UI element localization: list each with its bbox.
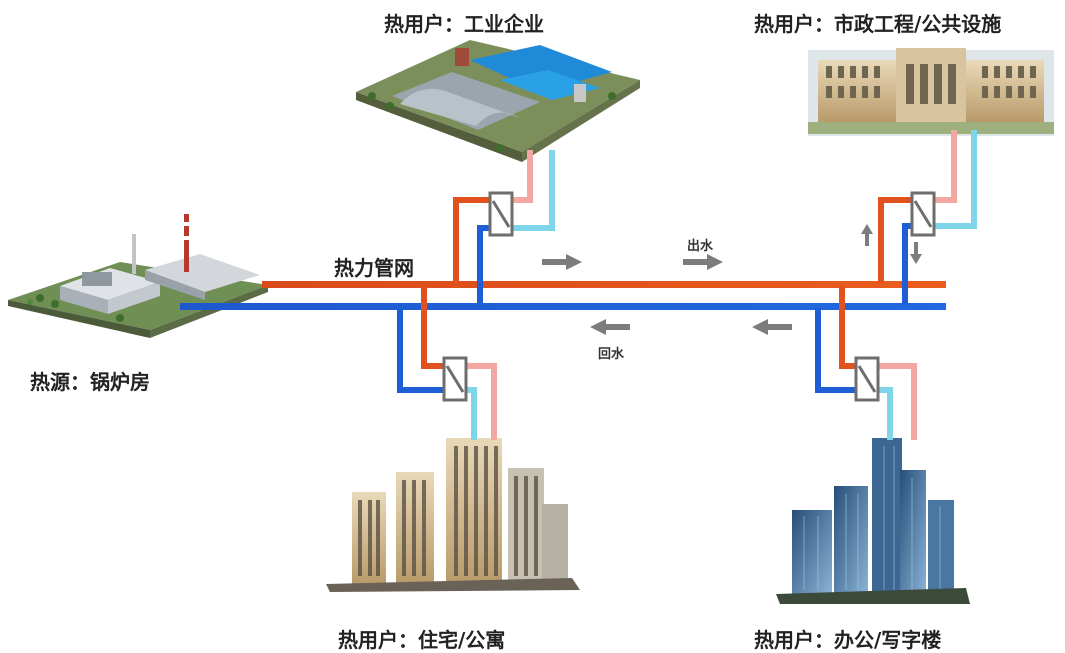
branch-municipal-cold bbox=[935, 130, 977, 229]
branch-municipal-return bbox=[902, 223, 913, 305]
branch-office-hot bbox=[876, 363, 917, 440]
municipal-user-label: 热用户：市政工程/公共设施 bbox=[754, 12, 1002, 36]
branch-residential-cold bbox=[466, 387, 477, 440]
branch-industrial-return bbox=[477, 225, 493, 305]
branch-municipal-hot bbox=[935, 130, 957, 203]
heat-network-label: 热力管网 bbox=[334, 256, 414, 280]
branch-office-supply bbox=[839, 286, 858, 369]
branch-office-cold bbox=[876, 387, 893, 440]
industrial-user-label: 热用户：工业企业 bbox=[384, 12, 544, 36]
branch-residential-hot bbox=[466, 363, 497, 440]
supply-arrow-1 bbox=[542, 254, 582, 270]
office-user-label: 热用户：办公/写字楼 bbox=[754, 628, 942, 652]
return-arrow-1 bbox=[752, 319, 792, 335]
municipal-down-arrow bbox=[910, 242, 922, 264]
heat-exchanger-office bbox=[854, 356, 880, 402]
supply-arrow-2 bbox=[683, 254, 723, 270]
branch-industrial-cold bbox=[513, 150, 555, 231]
branch-residential-return bbox=[397, 308, 446, 393]
municipal-building-illustration bbox=[808, 48, 1054, 136]
office-towers-illustration bbox=[776, 438, 970, 604]
return-arrow-2 bbox=[590, 319, 630, 335]
heat-source-label: 热源：锅炉房 bbox=[30, 370, 150, 394]
supply-main-pipe bbox=[262, 281, 946, 288]
residential-towers-illustration bbox=[326, 438, 580, 592]
heat-exchanger-industrial bbox=[488, 191, 514, 237]
industrial-plant-illustration bbox=[356, 40, 640, 162]
branch-office-return bbox=[815, 308, 858, 393]
branch-industrial-supply bbox=[453, 197, 493, 283]
municipal-up-arrow bbox=[861, 224, 873, 246]
boiler-house-illustration bbox=[8, 214, 268, 338]
return-water-label: 回水 bbox=[598, 347, 625, 362]
heat-exchanger-residential bbox=[442, 356, 468, 402]
residential-user-label: 热用户：住宅/公寓 bbox=[338, 628, 506, 652]
return-main-pipe bbox=[180, 303, 946, 310]
supply-water-label: 出水 bbox=[687, 239, 714, 254]
branch-residential-supply bbox=[421, 286, 446, 369]
branch-industrial-hot bbox=[513, 150, 533, 203]
heat-exchanger-municipal bbox=[910, 191, 936, 237]
branch-municipal-supply bbox=[878, 197, 913, 283]
